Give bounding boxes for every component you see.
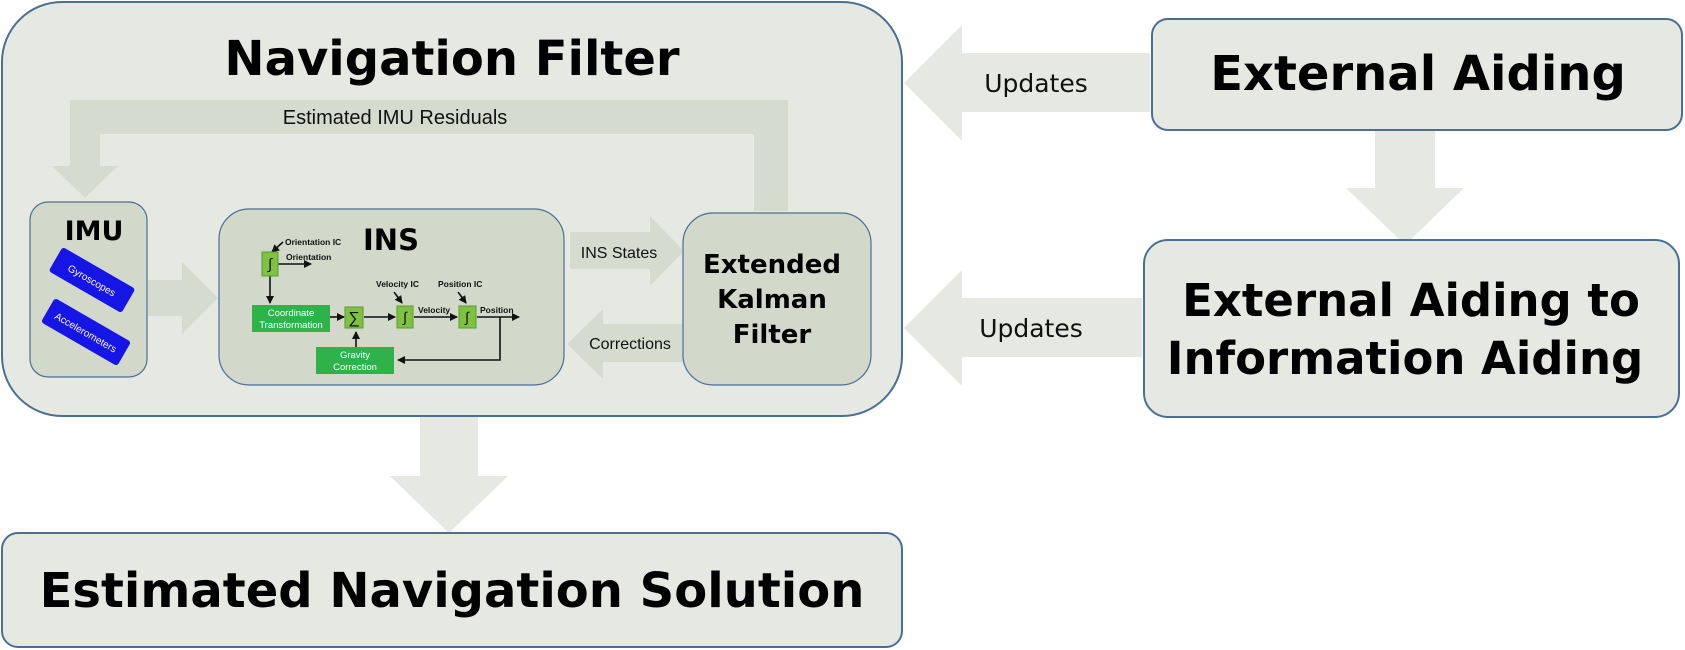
ins-states-label: INS States (581, 245, 657, 262)
information-aiding-line2: Information Aiding (1167, 332, 1643, 385)
extended-kalman-filter-block (682, 212, 872, 386)
ins-title: INS (363, 223, 419, 257)
navigation-solution-box (1, 532, 903, 648)
ekf-line3: Filter (733, 320, 812, 350)
corrections-label: Corrections (589, 336, 671, 353)
gravity-correction-line1: Gravity (340, 350, 370, 361)
summation-block (344, 306, 364, 329)
navigation-solution-title: Estimated Navigation Solution (40, 563, 865, 619)
ins-block (218, 208, 565, 386)
velocity-integrator-symbol: ∫ (402, 309, 408, 325)
coordinate-transformation-block (252, 305, 330, 332)
orientation-ic-label: Orientation IC (285, 237, 341, 247)
external-aiding-down-arrow (1346, 131, 1464, 245)
position-integrator-symbol: ∫ (464, 309, 470, 325)
position-label: Position (480, 305, 514, 315)
solution-down-arrow (390, 417, 508, 533)
coordinate-transformation-line1: Coordinate (268, 308, 314, 319)
imu-to-ins-arrow (148, 262, 218, 334)
external-aiding-box (1151, 18, 1683, 131)
updates-top-arrow (904, 25, 1150, 141)
ins-signal-lines (266, 241, 520, 364)
external-aiding-title: External Aiding (1210, 46, 1626, 102)
velocity-ic-label: Velocity IC (376, 279, 419, 289)
gravity-correction-line2: Correction (333, 362, 377, 373)
updates-top-label: Updates (984, 69, 1088, 98)
summation-symbol: ∑ (348, 310, 359, 327)
ekf-line1: Extended (703, 250, 841, 280)
velocity-integrator (396, 305, 414, 329)
imu-residuals-label: Estimated IMU Residuals (283, 107, 508, 129)
gravity-correction-block (316, 347, 394, 374)
orientation-integrator (261, 251, 279, 277)
information-aiding-box (1143, 239, 1680, 418)
position-integrator (458, 305, 477, 329)
coordinate-transformation-line2: Transformation (259, 320, 323, 331)
information-aiding-line1: External Aiding to (1182, 274, 1640, 327)
navigation-filter-title: Navigation Filter (224, 31, 680, 87)
imu-title: IMU (65, 216, 124, 247)
corrections-arrow (567, 309, 683, 379)
position-ic-label: Position IC (438, 279, 482, 289)
updates-bottom-label: Updates (979, 314, 1083, 343)
updates-bottom-arrow (904, 270, 1142, 386)
ins-states-arrow (570, 216, 684, 286)
orientation-label: Orientation (286, 252, 331, 262)
velocity-label: Velocity (418, 305, 450, 315)
imu-residuals-feedback-arrow (52, 100, 788, 211)
orientation-integrator-symbol: ∫ (267, 256, 274, 273)
ekf-line2: Kalman (717, 285, 827, 315)
